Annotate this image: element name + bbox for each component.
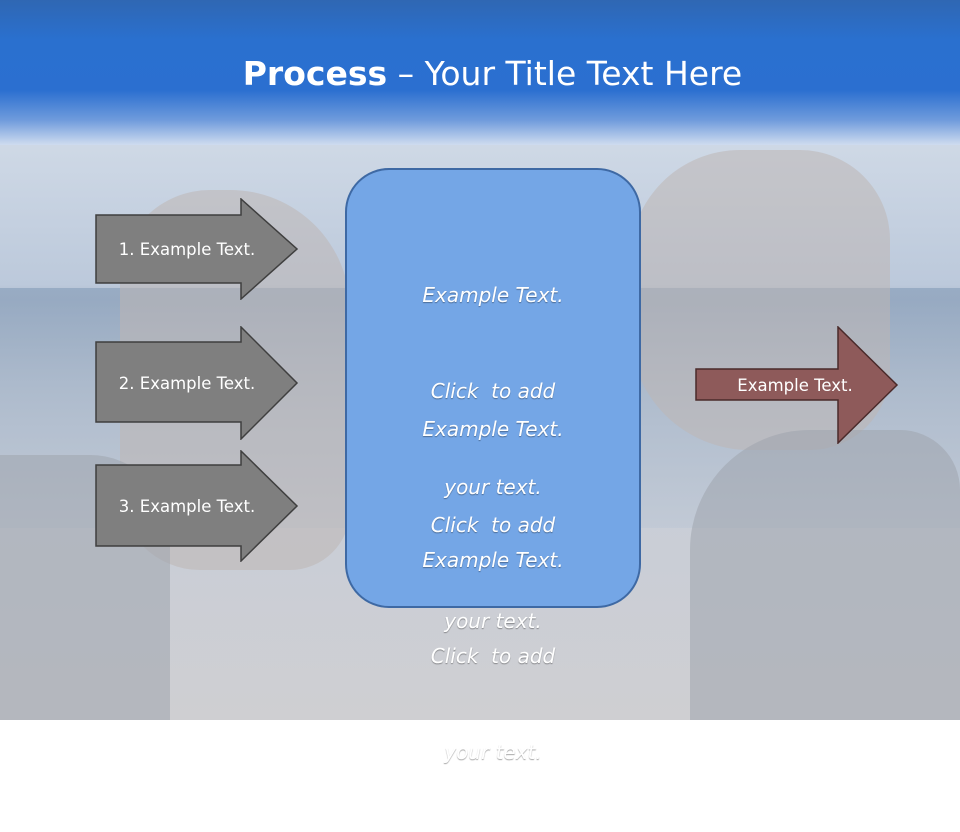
center-block-2-line-1: Example Text.: [422, 417, 564, 441]
center-block-1: Example Text. Click to add your text.: [347, 215, 639, 567]
center-block-1-line-2: Click to add: [430, 379, 556, 403]
right-arrow[interactable]: Example Text.: [695, 326, 901, 444]
center-block-2: Example Text. Click to add your text.: [347, 349, 639, 701]
left-arrow-2-label: 2. Example Text.: [118, 373, 256, 393]
center-block-1-line-1: Example Text.: [422, 283, 564, 307]
slide-title[interactable]: Process – Your Title Text Here: [0, 52, 960, 96]
center-block-3-line-2: Click to add: [430, 644, 556, 668]
center-block-1-line-3: your text.: [444, 475, 542, 499]
left-arrow-3[interactable]: 3. Example Text.: [95, 450, 301, 562]
right-arrow-label: Example Text.: [737, 375, 853, 395]
left-arrow-3-label: 3. Example Text.: [118, 496, 256, 516]
center-text-box[interactable]: Example Text. Click to add your text. Ex…: [345, 168, 641, 764]
center-block-2-line-2: Click to add: [430, 513, 556, 537]
center-block-3: Example Text. Click to add your text.: [347, 480, 639, 832]
left-arrow-2[interactable]: 2. Example Text.: [95, 326, 301, 440]
center-block-3-line-3: your text.: [444, 740, 542, 764]
right-sleeve-shape: [690, 430, 960, 720]
left-arrow-1-label: 1. Example Text.: [118, 239, 256, 259]
left-arrow-1[interactable]: 1. Example Text.: [95, 198, 301, 300]
header-band: Process – Your Title Text Here: [0, 0, 960, 145]
title-bold-part: Process: [242, 54, 388, 93]
center-block-2-line-3: your text.: [444, 609, 542, 633]
center-block-3-line-1: Example Text.: [422, 548, 564, 572]
title-rest-part: – Your Title Text Here: [387, 54, 743, 93]
